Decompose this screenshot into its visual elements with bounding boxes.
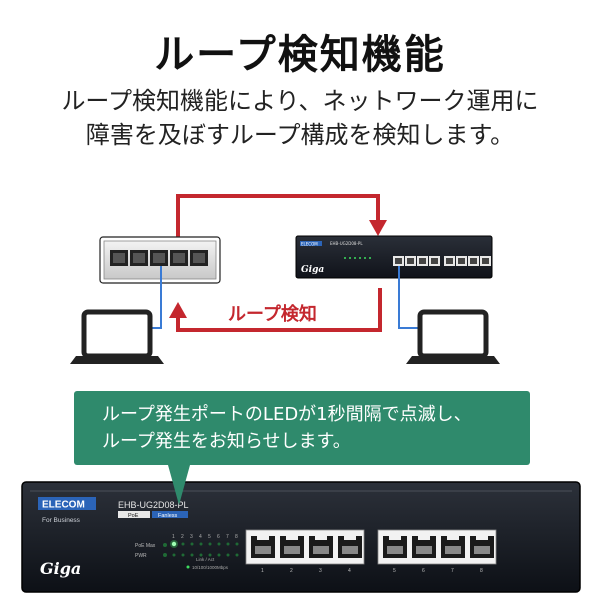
badge-fanless xyxy=(152,511,188,518)
loop-arrow-bottom xyxy=(169,288,382,332)
svg-text:3: 3 xyxy=(319,568,322,574)
port-numbers: 1 2 3 4 5 6 7 8 xyxy=(261,568,483,574)
small-switch-brand: ELECOM xyxy=(301,242,318,247)
laptop-left xyxy=(70,309,164,364)
svg-text:1: 1 xyxy=(172,534,175,540)
badge-poe-label: PoE xyxy=(128,513,139,519)
svg-text:7: 7 xyxy=(226,534,229,540)
description-line-1: ループ検知機能により、ネットワーク運用に xyxy=(61,87,539,115)
led-numbers: 1 2 3 4 5 6 7 8 xyxy=(172,534,238,540)
device-model: EHB-UG2D08-PL xyxy=(118,500,189,510)
led-label-poe-max: PoE Max xyxy=(135,543,156,549)
svg-text:8: 8 xyxy=(480,568,483,574)
cables xyxy=(150,266,420,329)
svg-text:4: 4 xyxy=(199,534,202,540)
device-brand: ELECOM xyxy=(42,500,85,511)
callout-line-1: ループ発生ポートのLEDが1秒間隔で点滅し、 xyxy=(102,404,472,425)
callout-pointer xyxy=(168,465,190,505)
svg-text:5: 5 xyxy=(208,534,211,540)
led-label-pwr: PWR xyxy=(135,553,147,559)
svg-text:6: 6 xyxy=(422,568,425,574)
small-dark-switch: ELECOM EHB-UG2D08-PL Giga xyxy=(295,235,493,279)
small-switch-ports xyxy=(110,250,208,266)
device-logo: Giga xyxy=(40,559,81,578)
led-pwr xyxy=(163,553,167,557)
loop-detection-label: ループ検知 xyxy=(228,304,317,325)
link-act-label: Link / Act xyxy=(196,557,215,562)
brand-plate xyxy=(38,497,96,510)
port-group-2 xyxy=(377,529,497,565)
device-tagline: For Business xyxy=(42,517,81,524)
page-title: ループ検知機能 xyxy=(154,32,446,78)
led-poe-max xyxy=(163,543,167,547)
callout-line-2: ループ発生をお知らせします。 xyxy=(102,431,351,452)
description: ループ検知機能により、ネットワーク運用に 障害を及ぼすループ構成を検知します。 xyxy=(0,84,600,152)
svg-text:7: 7 xyxy=(451,568,454,574)
callout-box: ループ発生ポートのLEDが1秒間隔で点滅し、 ループ発生をお知らせします。 xyxy=(74,391,530,465)
svg-text:6: 6 xyxy=(217,534,220,540)
svg-text:8: 8 xyxy=(235,534,238,540)
svg-text:3: 3 xyxy=(190,534,193,540)
led-port-1-blinking xyxy=(171,541,177,547)
speed-legend: 10/100/1000Mbps xyxy=(192,565,229,570)
svg-text:2: 2 xyxy=(181,534,184,540)
small-switch-model: EHB-UG2D08-PL xyxy=(330,241,363,246)
small-switch xyxy=(99,236,221,284)
laptop-right xyxy=(406,309,500,364)
badge-fanless-label: Fanless xyxy=(158,513,178,519)
front-panel-switch: ELECOM For Business EHB-UG2D08-PL PoE Fa… xyxy=(21,481,581,593)
svg-text:4: 4 xyxy=(348,568,351,574)
port-group-1 xyxy=(245,529,365,565)
svg-text:1: 1 xyxy=(261,568,264,574)
small-switch-logo: Giga xyxy=(301,265,324,275)
loop-arrow-top xyxy=(176,194,387,238)
description-line-2: 障害を及ぼすループ構成を検知します。 xyxy=(85,121,515,149)
svg-text:2: 2 xyxy=(290,568,293,574)
badge-poe xyxy=(118,511,150,518)
svg-text:5: 5 xyxy=(393,568,396,574)
